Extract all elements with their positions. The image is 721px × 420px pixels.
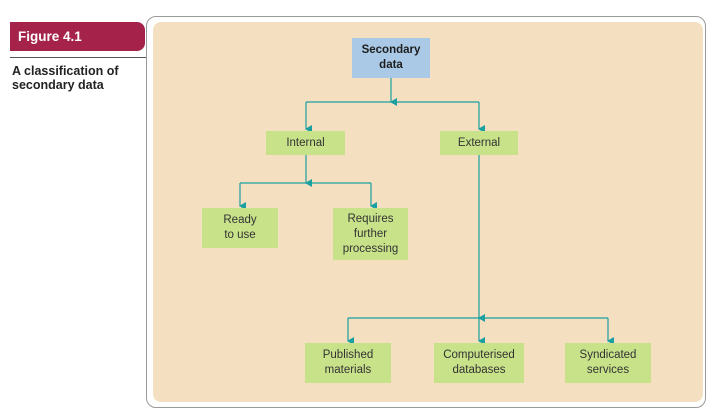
figure-caption: A classification of secondary data [12, 64, 119, 92]
node-external: External [440, 131, 518, 155]
caption-divider [10, 57, 146, 58]
node-secondary-data: Secondary data [352, 38, 430, 78]
node-syndicated-services: Syndicated services [565, 343, 651, 383]
node-published-materials: Published materials [305, 343, 391, 383]
node-internal: Internal [266, 131, 345, 155]
node-computerised-databases: Computerised databases [434, 343, 524, 383]
figure-label: Figure 4.1 [10, 22, 145, 51]
node-ready-to-use: Ready to use [202, 208, 278, 248]
node-requires-further-processing: Requires further processing [333, 208, 408, 260]
